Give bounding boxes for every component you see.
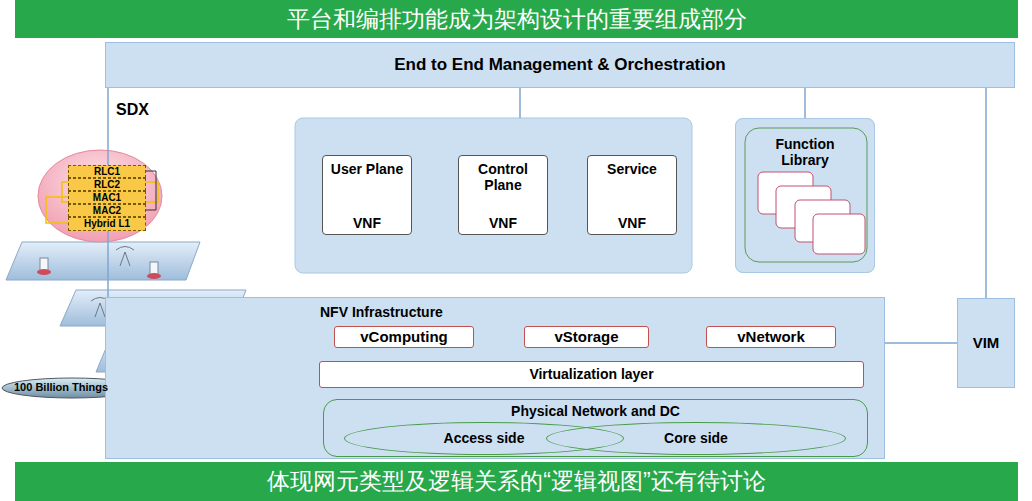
layer-box: Hybrid L1	[68, 217, 146, 231]
node-text: VNF	[353, 215, 381, 231]
layer-box: MAC1	[68, 191, 146, 204]
vnf-box: ServiceVNF	[587, 155, 677, 235]
vnf-box: User PlaneVNF	[322, 155, 412, 235]
node-text: vNetwork	[737, 328, 805, 345]
virtualization-layer: Virtualization layer	[319, 361, 864, 388]
connector-line	[885, 342, 957, 344]
node-text: vStorage	[554, 328, 618, 345]
node-text: MAC1	[93, 192, 121, 204]
physical-network: Physical Network and DC Access side Core s…	[323, 399, 868, 457]
link-line	[519, 88, 521, 118]
resource-box: vComputing	[334, 326, 474, 348]
stack-ellipse	[38, 150, 162, 242]
node-text: Physical Network and DC	[511, 403, 680, 419]
resource-box: vStorage	[524, 326, 649, 348]
node-text: RLC1	[94, 166, 120, 178]
things-label: 100 Billion Things	[14, 381, 108, 393]
node-text: VNF	[618, 215, 646, 231]
orchestration-band: End to End Management & Orchestration	[105, 42, 1015, 88]
library-outline	[745, 128, 867, 262]
node-text: VNF	[489, 215, 517, 231]
node-text: User Plane	[331, 161, 403, 177]
node-text: MAC2	[93, 205, 121, 217]
vim-box: VIM	[957, 298, 1015, 388]
title-band: 平台和编排功能成为架构设计的重要组成部分	[15, 0, 1018, 38]
node-text: vComputing	[360, 328, 448, 345]
core-ellipse: Core side	[546, 422, 846, 455]
vnf-box: Control PlaneVNF	[458, 155, 548, 235]
nfv-panel: NFV Infrastructure vComputing vStorage vNet…	[105, 297, 885, 459]
layer-box: RLC1	[68, 165, 146, 178]
connector-line	[804, 88, 806, 118]
function-cards	[758, 172, 865, 254]
layer-box: MAC2	[68, 204, 146, 217]
layer-box: RLC2	[68, 178, 146, 191]
node-text: Hybrid L1	[84, 218, 130, 230]
stack-bracket	[146, 171, 156, 210]
node-text: Core side	[664, 430, 728, 446]
node-text: Virtualization layer	[529, 366, 653, 382]
sdx-label: SDX	[116, 101, 149, 119]
library-panel	[735, 118, 875, 273]
node-text: Service	[607, 161, 657, 177]
node-text: NFV Infrastructure	[320, 304, 443, 320]
node-text: RLC2	[94, 179, 120, 191]
node-text: Access side	[444, 430, 525, 446]
node-text: VIM	[973, 334, 1000, 351]
function-library: Function Library	[735, 118, 875, 273]
node-text: Function Library	[766, 136, 844, 168]
resource-box: vNetwork	[706, 326, 836, 348]
node-text: End to End Management & Orchestration	[394, 55, 726, 75]
caption-band: 体现网元类型及逻辑关系的“逻辑视图”还有待讨论	[15, 462, 1018, 501]
node-text: Control Plane	[461, 161, 545, 193]
connector-line	[985, 88, 987, 298]
vnf-panel	[295, 118, 692, 273]
access-ellipse: Access side	[344, 422, 624, 455]
